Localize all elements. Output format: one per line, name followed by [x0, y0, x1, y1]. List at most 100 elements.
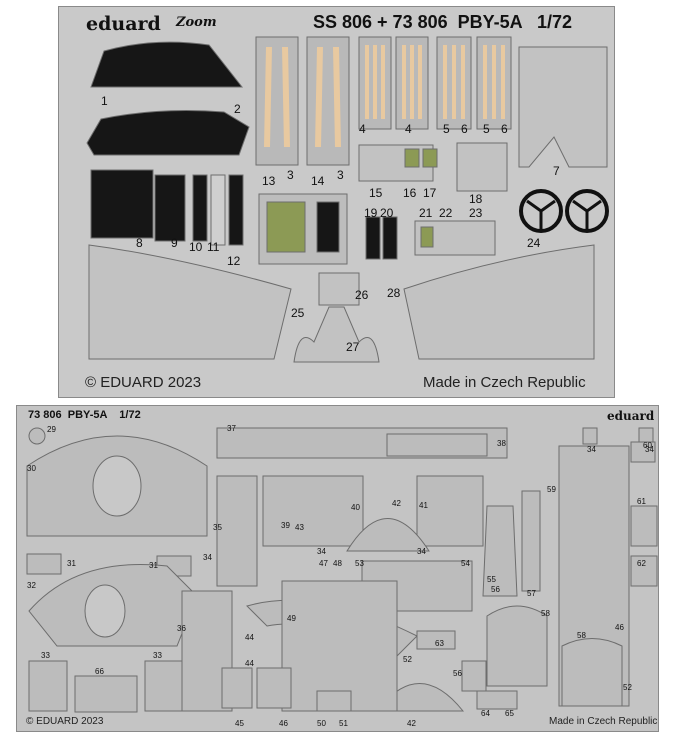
- part-number-label: 46: [615, 623, 624, 632]
- top-photo-etch-fret: eduard Zoom SS 806 + 73 806 PBY-5A 1/72 …: [58, 6, 615, 398]
- part-number-label: 41: [419, 501, 428, 510]
- part-number-label: 34: [645, 445, 654, 454]
- part-number-label: 59: [547, 485, 556, 494]
- part-number-label: 25: [291, 306, 305, 320]
- instrument-panel-2: [86, 110, 250, 156]
- eduard-logo-bottom: eduard: [607, 409, 655, 423]
- part-number-label: 18: [469, 192, 483, 206]
- part-number-label: 4: [405, 122, 412, 136]
- control-wheel-left: [519, 189, 563, 233]
- wing-panel-right: [403, 244, 595, 360]
- part-number-label: 3: [337, 168, 344, 182]
- part-number-label: 48: [333, 559, 342, 568]
- part-number-label: 64: [481, 709, 490, 718]
- part-number-label: 27: [346, 340, 360, 354]
- part-number-label: 34: [587, 445, 596, 454]
- part-number-label: 38: [497, 439, 506, 448]
- part-number-label: 43: [295, 523, 304, 532]
- part-number-label: 32: [27, 581, 36, 590]
- part-number-label: 40: [351, 503, 360, 512]
- part-number-label: 15: [369, 186, 383, 200]
- part-number-label: 3: [287, 168, 294, 182]
- part-number-label: 5: [443, 122, 450, 136]
- part-number-label: 39: [281, 521, 290, 530]
- part-number-label: 46: [279, 719, 288, 728]
- part-number-label: 10: [189, 240, 203, 254]
- part-number-label: 14: [311, 174, 325, 188]
- part-number-label: 61: [637, 497, 646, 506]
- part-number-label: 6: [461, 122, 468, 136]
- part-number-label: 19: [364, 206, 378, 220]
- part-number-label: 1: [101, 94, 108, 108]
- part-number-label: 26: [355, 288, 369, 302]
- part-number-label: 8: [136, 236, 143, 250]
- top-origin: Made in Czech Republic: [423, 374, 586, 391]
- part-number-label: 52: [623, 683, 632, 692]
- part-number-label: 52: [403, 655, 412, 664]
- part-number-label: 57: [527, 589, 536, 598]
- frame-7: [518, 46, 608, 168]
- part-number-label: 30: [27, 464, 36, 473]
- part-number-label: 24: [527, 236, 541, 250]
- part-number-label: 21: [419, 206, 433, 220]
- part-number-label: 4: [359, 122, 366, 136]
- bottom-fret-parts: 29 30 31 31 32 33 33 34 34 34 34 34 35 36 37 38 39 40 41 42…: [26, 424, 658, 728]
- part-number-label: 58: [541, 609, 550, 618]
- part-number-label: 36: [177, 624, 186, 633]
- top-fret-title: SS 806 + 73 806 PBY-5A 1/72: [313, 12, 573, 32]
- bottom-origin: Made in Czech Republic: [549, 716, 658, 727]
- part-number-label: 44: [245, 633, 254, 642]
- part-number-label: 60: [643, 441, 652, 450]
- eduard-logo-top: eduard: [86, 13, 161, 35]
- part-number-label: 55: [487, 575, 496, 584]
- control-wheel-right: [565, 189, 609, 233]
- part-number-label: 34: [203, 553, 212, 562]
- part-number-label: 13: [262, 174, 276, 188]
- part-number-label: 33: [41, 651, 50, 660]
- part-number-label: 12: [227, 254, 241, 268]
- zoom-logo: Zoom: [176, 15, 217, 30]
- part-number-label: 31: [67, 559, 76, 568]
- part-number-label: 37: [227, 424, 236, 433]
- part-number-label: 17: [423, 186, 437, 200]
- part-number-label: 65: [505, 709, 514, 718]
- instrument-panel-1: [90, 41, 244, 88]
- part-number-label: 62: [637, 559, 646, 568]
- part-number-label: 22: [439, 206, 453, 220]
- part-number-label: 50: [317, 719, 326, 728]
- part-number-label: 29: [47, 425, 56, 434]
- part-number-label: 54: [461, 559, 470, 568]
- part-number-label: 42: [392, 499, 401, 508]
- part-number-label: 56: [491, 585, 500, 594]
- part-number-label: 51: [339, 719, 348, 728]
- part-number-label: 7: [553, 164, 560, 178]
- part-number-label: 6: [501, 122, 508, 136]
- part-number-label: 49: [287, 614, 296, 623]
- part-number-label: 56: [453, 669, 462, 678]
- part-number-label: 34: [417, 547, 426, 556]
- part-number-label: 35: [213, 523, 222, 532]
- part-number-label: 53: [355, 559, 364, 568]
- part-number-label: 44: [245, 659, 254, 668]
- part-number-label: 20: [380, 206, 394, 220]
- part-number-label: 66: [95, 667, 104, 676]
- part-number-label: 63: [435, 639, 444, 648]
- part-number-label: 42: [407, 719, 416, 728]
- part-number-label: 45: [235, 719, 244, 728]
- bottom-fret-title: 73 806 PBY-5A 1/72: [28, 409, 141, 421]
- bottom-photo-etch-fret: 73 806 PBY-5A 1/72 eduard © EDUARD 2023 …: [16, 405, 659, 732]
- part-number-label: 31: [149, 561, 158, 570]
- part-number-label: 23: [469, 206, 483, 220]
- part-number-label: 58: [577, 631, 586, 640]
- bottom-copyright: © EDUARD 2023: [26, 716, 104, 727]
- part-number-label: 11: [207, 240, 220, 254]
- wing-panel-left: [88, 244, 292, 360]
- part-number-label: 33: [153, 651, 162, 660]
- part-number-label: 16: [403, 186, 417, 200]
- top-copyright: © EDUARD 2023: [85, 374, 202, 391]
- part-number-label: 28: [387, 286, 401, 300]
- part-number-label: 34: [317, 547, 326, 556]
- part-number-label: 2: [234, 102, 241, 116]
- part-number-label: 5: [483, 122, 490, 136]
